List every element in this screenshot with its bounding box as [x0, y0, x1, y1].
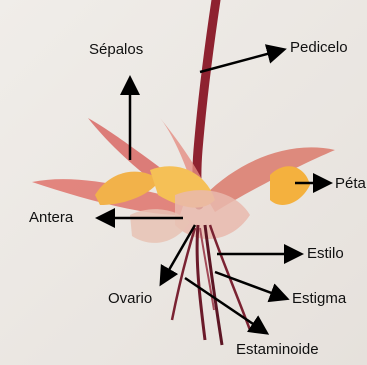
- label-petalo: Péta: [335, 176, 366, 192]
- label-antera: Antera: [29, 210, 73, 226]
- label-estigma: Estigma: [292, 291, 346, 307]
- label-pedicelo: Pedicelo: [290, 40, 348, 56]
- label-ovario: Ovario: [108, 291, 152, 307]
- label-sepalos: Sépalos: [89, 42, 143, 58]
- label-estaminoide: Estaminoide: [236, 342, 319, 358]
- label-estilo: Estilo: [307, 246, 344, 262]
